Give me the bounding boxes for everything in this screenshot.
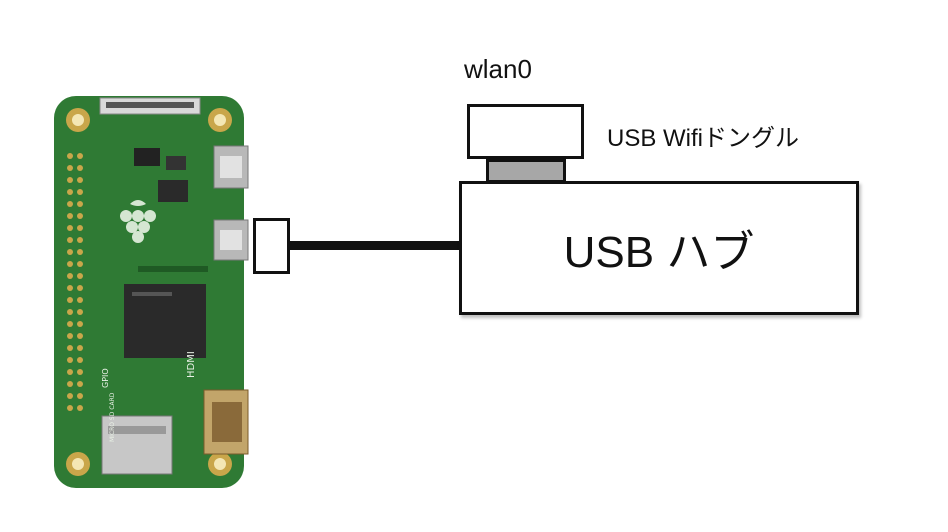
gpio-silkscreen: GPIO — [101, 368, 110, 388]
usb-cable — [290, 241, 460, 250]
raspberry-pi-zero-board: GPIO MICRO SD CARD HDMI — [54, 96, 249, 488]
wifi-dongle-plug — [486, 159, 566, 183]
wifi-dongle-body — [467, 104, 584, 159]
micro-sd-silkscreen: MICRO SD CARD — [109, 392, 116, 442]
mount-holes — [66, 108, 232, 476]
component — [158, 180, 188, 202]
usb-hub-box: USB ハブ — [459, 181, 859, 315]
soc-chip — [124, 284, 206, 358]
raspberry-logo-icon — [120, 200, 156, 243]
wifi-dongle-label: USB Wifiドングル — [607, 125, 799, 152]
wlan0-label: wlan0 — [464, 54, 532, 84]
gpio-header-pads — [67, 153, 83, 411]
hdmi-silkscreen: HDMI — [186, 351, 197, 378]
usb-hub-label: USB ハブ — [563, 228, 755, 277]
component — [134, 148, 160, 166]
component — [166, 156, 186, 170]
micro-sd-slot — [101, 415, 173, 475]
micro-usb-plug — [253, 218, 290, 274]
